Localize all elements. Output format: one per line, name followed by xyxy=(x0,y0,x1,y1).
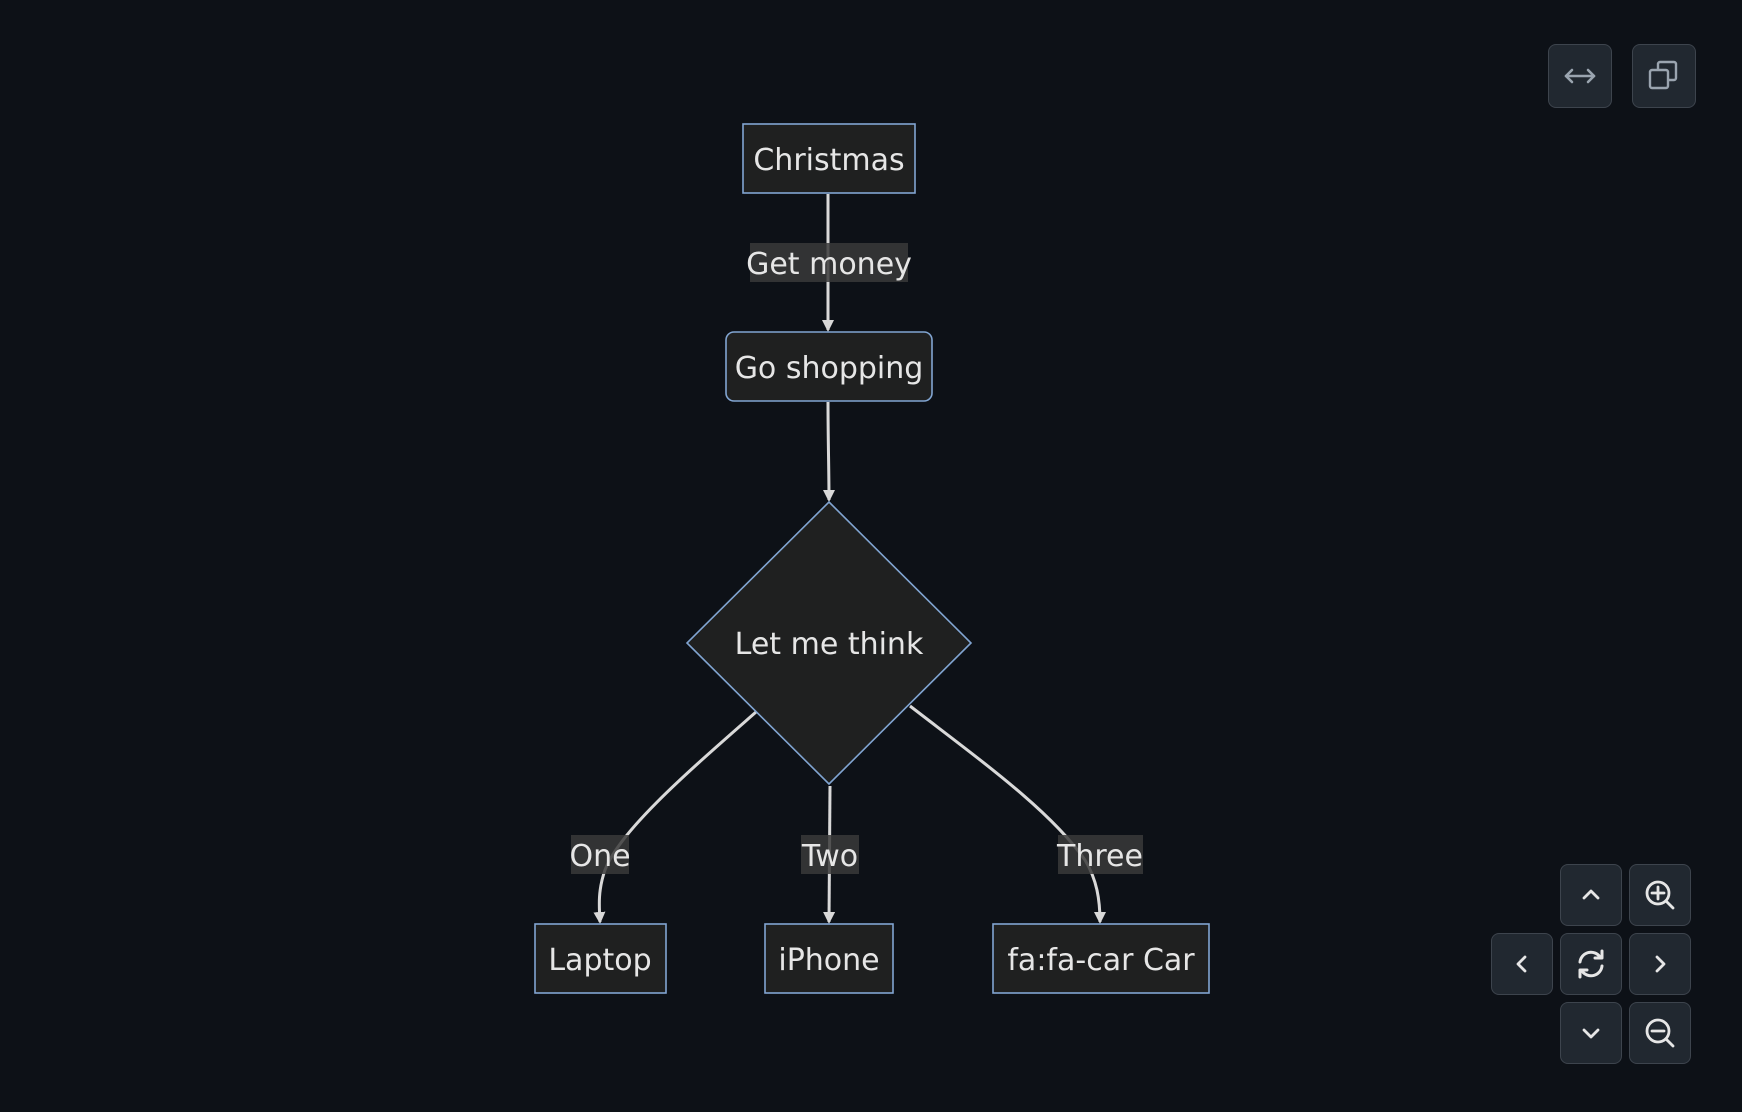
zoom-out-button[interactable] xyxy=(1629,1002,1691,1064)
node-label: Laptop xyxy=(548,943,651,978)
node-go-shopping[interactable]: Go shopping xyxy=(725,331,933,402)
node-label: Go shopping xyxy=(735,351,924,386)
edge-think-car xyxy=(909,704,1106,924)
zoom-in-icon xyxy=(1645,880,1675,910)
chevron-down-icon xyxy=(1582,1028,1600,1039)
node-label: Let me think xyxy=(735,627,924,662)
chevron-up-icon xyxy=(1582,889,1600,900)
node-label: iPhone xyxy=(778,943,879,978)
node-christmas[interactable]: Christmas xyxy=(742,123,916,194)
edge-label-text: Three xyxy=(1056,839,1143,874)
pan-right-button[interactable] xyxy=(1629,933,1691,995)
node-iphone[interactable]: iPhone xyxy=(764,923,894,994)
zoom-out-icon xyxy=(1645,1018,1675,1048)
copy-button[interactable] xyxy=(1632,44,1696,108)
zoom-in-button[interactable] xyxy=(1629,864,1691,926)
node-car[interactable]: fa:fa-car Car xyxy=(992,923,1210,994)
pan-left-button[interactable] xyxy=(1491,933,1553,995)
edge-label-one: One xyxy=(569,835,631,874)
edge-label-text: Two xyxy=(801,839,858,874)
node-label: Christmas xyxy=(753,143,904,178)
node-label: fa:fa-car Car xyxy=(1007,943,1195,978)
arrows-horizontal-icon xyxy=(1564,68,1596,84)
pan-down-button[interactable] xyxy=(1560,1002,1622,1064)
reset-view-button[interactable] xyxy=(1560,933,1622,995)
edge-label-three: Three xyxy=(1056,835,1143,874)
edge-label-text: Get money xyxy=(746,247,912,282)
node-let-me-think[interactable]: Let me think xyxy=(685,500,973,786)
chevron-right-icon xyxy=(1655,955,1666,973)
edge-shopping-think xyxy=(822,401,835,502)
edge-think-laptop xyxy=(593,710,757,924)
edge-label-text: One xyxy=(569,839,630,874)
node-laptop[interactable]: Laptop xyxy=(534,923,667,994)
edge-label-two: Two xyxy=(801,835,859,874)
fit-width-button[interactable] xyxy=(1548,44,1612,108)
edge-label-get-money: Get money xyxy=(746,243,912,282)
copy-icon xyxy=(1648,60,1678,90)
refresh-icon xyxy=(1578,949,1604,979)
pan-up-button[interactable] xyxy=(1560,864,1622,926)
chevron-left-icon xyxy=(1516,955,1527,973)
